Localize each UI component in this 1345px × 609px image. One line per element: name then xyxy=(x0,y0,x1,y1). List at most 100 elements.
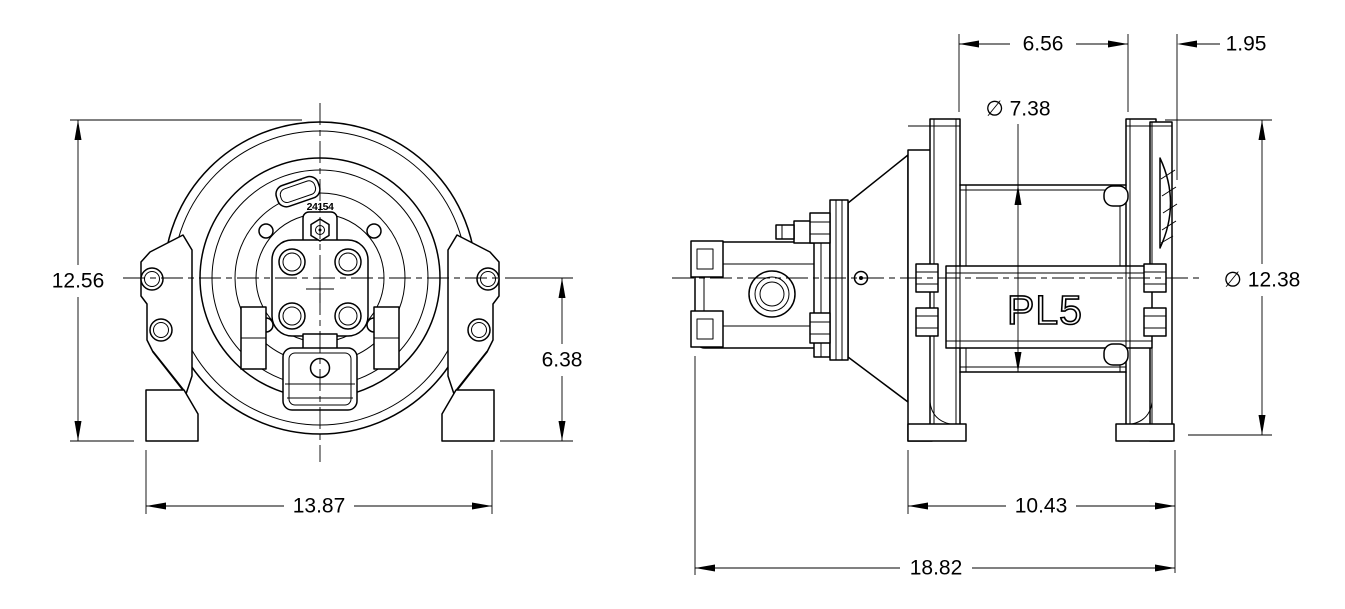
motor-top-fitting-bolt xyxy=(775,224,795,240)
motor-clamp-top-inner xyxy=(696,248,714,270)
roll-pin-bottom xyxy=(1103,343,1129,366)
motor-clamp-bottom xyxy=(690,310,724,348)
hub-bolt-bl-inner xyxy=(282,306,302,326)
adapter-plate xyxy=(829,199,849,361)
dim-12-38-arrow-up xyxy=(1258,120,1266,140)
name-plate-outer xyxy=(275,175,321,208)
dim-center-to-base-value: 6.38 xyxy=(542,349,583,372)
nut-left-bottom-lines xyxy=(916,315,938,329)
dim-6-38-arrow-down xyxy=(558,421,566,441)
side-right-foot xyxy=(1115,423,1175,442)
dim-13-87-arrow-right xyxy=(472,502,492,510)
side-right-foot-fillet xyxy=(1131,401,1153,425)
motor-port-outer xyxy=(748,270,796,318)
drum-barrel-detail xyxy=(960,185,1126,372)
adapter-bolt-top xyxy=(809,212,831,244)
dim-7-38-arrow-up xyxy=(1014,185,1022,205)
ratchet-teeth xyxy=(1160,169,1178,244)
dim-6-56-arrow-right xyxy=(1108,40,1128,48)
adapter-bolt-bottom xyxy=(809,312,831,344)
part-stamp-text: 24154 xyxy=(307,201,334,213)
dim-flange-offset-value: 1.95 xyxy=(1226,33,1267,56)
nut-left-bottom xyxy=(915,307,939,337)
dim-7-38-arrow-down xyxy=(1014,352,1022,372)
side-view: PL5 6.56 1.95 ∅ 7.38 xyxy=(672,33,1300,580)
side-left-foot-fillet xyxy=(929,401,951,425)
right-foot xyxy=(441,389,495,442)
dim-barrel-diameter: ∅ 7.38 xyxy=(986,98,1051,372)
dim-overall-height-value: 12.56 xyxy=(52,270,105,293)
front-right-ear xyxy=(447,234,500,395)
adapter-plate-lines xyxy=(835,200,843,360)
bolt-hole-tr xyxy=(366,223,382,239)
dim-overall-length-value: 18.82 xyxy=(910,557,963,580)
side-gearbox xyxy=(809,154,909,403)
dim-13-87-arrow-left xyxy=(146,502,166,510)
name-plate-inner xyxy=(279,180,317,204)
dim-flange-diameter: ∅ 12.38 xyxy=(1165,119,1301,436)
side-motor xyxy=(690,218,831,358)
adapter-bolt-top-lines xyxy=(810,221,830,235)
right-ear-plate xyxy=(447,234,500,395)
side-left-foot xyxy=(907,423,967,442)
dim-6-38-arrow-up xyxy=(558,278,566,298)
front-feet xyxy=(145,350,495,442)
right-ear-hole-bottom-inner xyxy=(471,322,487,338)
hub-bolt-tl-inner xyxy=(282,252,302,272)
nut-left-top-lines xyxy=(916,271,938,285)
cone-pin-dot xyxy=(859,276,863,280)
right-foot-brace-line xyxy=(455,350,488,391)
bolt-hole-tl xyxy=(258,223,274,239)
motor-clamp-bottom-inner xyxy=(696,318,714,340)
nut-right-top-lines xyxy=(1144,271,1166,285)
ratchet-sector xyxy=(1159,157,1178,249)
dim-drum-length-value: 6.56 xyxy=(1023,33,1064,56)
left-ear-plate xyxy=(140,234,193,395)
dim-base-width-value: 13.87 xyxy=(293,495,346,518)
dim-center-to-base: 6.38 xyxy=(500,277,583,442)
drum-label-text: PL5 xyxy=(1007,287,1083,333)
roll-pin-top xyxy=(1103,185,1129,207)
dim-10-43-arrow-right xyxy=(1155,502,1175,510)
right-ear-hole-top-inner xyxy=(480,271,496,287)
dim-base-width: 13.87 xyxy=(145,450,493,518)
dim-drum-length: 6.56 xyxy=(958,33,1129,112)
dim-18-82-arrow-right xyxy=(1155,564,1175,572)
dim-barrel-diameter-value: ∅ 7.38 xyxy=(986,98,1051,121)
nut-right-bottom-lines xyxy=(1144,315,1166,329)
adapter-bolt-bottom-lines xyxy=(810,321,830,335)
ratchet-outline xyxy=(1159,157,1172,249)
dim-12-56-arrow-up xyxy=(74,120,82,140)
left-ear-hole-top-inner xyxy=(144,271,160,287)
side-feet xyxy=(907,401,1175,442)
dim-12-56-arrow-down xyxy=(74,421,82,441)
motor-port-mid xyxy=(754,276,790,312)
left-foot-brace-line xyxy=(152,350,185,391)
dim-12-38-arrow-down xyxy=(1258,415,1266,435)
nut-right-bottom xyxy=(1143,307,1167,337)
motor-port-inner xyxy=(759,281,785,307)
front-centerlines xyxy=(123,103,500,462)
dim-flange-offset: 1.95 xyxy=(1176,33,1267,180)
front-name-plate xyxy=(275,175,321,208)
hub-bolt-br-inner xyxy=(338,306,358,326)
dim-10-43-arrow-left xyxy=(908,502,928,510)
left-upright xyxy=(907,149,933,442)
dim-flange-diameter-value: ∅ 12.38 xyxy=(1224,269,1301,292)
drum-barrel-edges xyxy=(959,184,1127,373)
dim-frame-width: 10.43 xyxy=(907,450,1176,573)
dim-18-82-arrow-left xyxy=(695,564,715,572)
left-ear-hole-bottom-inner xyxy=(153,322,169,338)
front-side-lugs xyxy=(240,306,400,370)
front-left-ear xyxy=(140,234,193,395)
front-view: 24154 12.56 6.38 xyxy=(52,103,583,518)
side-drum-assembly: PL5 xyxy=(907,118,1178,442)
dim-overall-height: 12.56 xyxy=(52,119,302,442)
hub-bolt-tr-inner xyxy=(338,252,358,272)
dim-overall-length: 18.82 xyxy=(694,356,1175,580)
drum-core-band-lines xyxy=(946,272,1152,342)
dim-frame-width-value: 10.43 xyxy=(1015,495,1068,518)
left-foot xyxy=(145,389,199,442)
